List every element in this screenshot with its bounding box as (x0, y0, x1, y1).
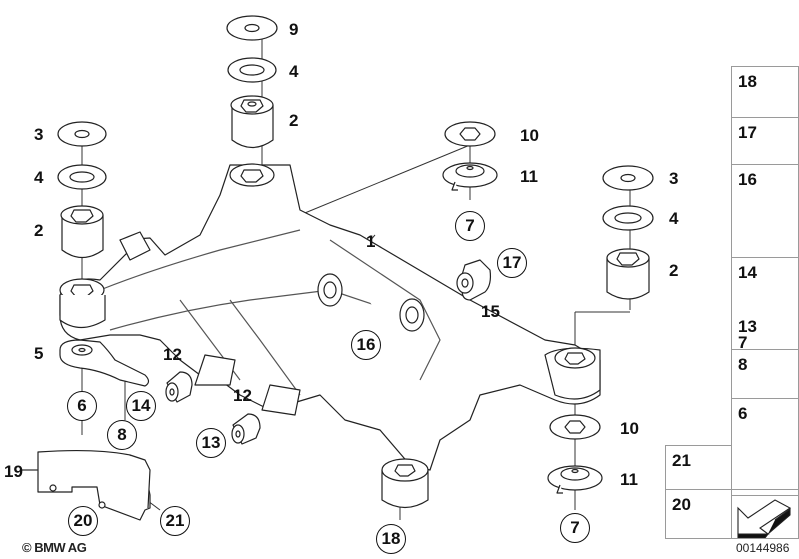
callout-circle-7[interactable]: 7 (560, 513, 590, 543)
sidebar-label: 21 (672, 451, 691, 470)
shield-19 (37, 449, 151, 521)
washer-3-right (602, 165, 654, 191)
washer-3-left (57, 121, 107, 147)
callout-11[interactable]: 11 (620, 470, 638, 489)
callout-19[interactable]: 19 (4, 462, 23, 481)
plate-5 (59, 339, 150, 387)
bushing-15 (456, 259, 492, 301)
sidebar-box-20[interactable]: 20 (665, 489, 732, 539)
callout-circle-17[interactable]: 17 (497, 248, 527, 278)
callout-9[interactable]: 9 (289, 20, 299, 39)
callout-circle-8[interactable]: 8 (107, 420, 137, 450)
callout-3[interactable]: 3 (34, 125, 44, 144)
sidebar-box-17[interactable]: 17 (731, 117, 799, 165)
sidebar-box-8[interactable]: 8 (731, 349, 799, 399)
callout-12[interactable]: 12 (233, 386, 252, 405)
sidebar-label: 18 (738, 72, 757, 91)
sidebar-label: 7 (738, 333, 748, 352)
callout-2[interactable]: 2 (34, 221, 44, 240)
callout-3[interactable]: 3 (669, 169, 679, 188)
copyright-text: © BMW AG (22, 540, 87, 555)
callout-circle-14[interactable]: 14 (126, 391, 156, 421)
washer-10-bottom (549, 414, 601, 440)
callout-circle-16[interactable]: 16 (351, 330, 381, 360)
callout-4[interactable]: 4 (289, 62, 299, 81)
callout-12[interactable]: 12 (163, 345, 182, 364)
disc-11-top (442, 162, 498, 191)
sidebar-box-18[interactable]: 18 (731, 66, 799, 118)
callout-10[interactable]: 10 (520, 126, 539, 145)
callout-4[interactable]: 4 (34, 168, 44, 187)
callout-11[interactable]: 11 (520, 167, 538, 186)
sidebar-box-21[interactable]: 21 (665, 445, 732, 490)
sidebar-box-14[interactable]: 14 13 7 (731, 257, 799, 352)
callout-4[interactable]: 4 (669, 209, 679, 228)
sidebar-label: 17 (738, 123, 757, 142)
washer-9 (226, 15, 278, 41)
callout-circle-21[interactable]: 21 (160, 506, 190, 536)
callout-circle-18[interactable]: 18 (376, 524, 406, 554)
axle-carrier-1 (59, 163, 601, 509)
callout-circle-13[interactable]: 13 (196, 428, 226, 458)
callout-circle-7[interactable]: 7 (455, 211, 485, 241)
sidebar-label: 16 (738, 170, 757, 189)
document-number: 00144986 (736, 541, 790, 555)
washer-10-top (444, 121, 496, 147)
sidebar-label: 20 (672, 495, 691, 514)
sidebar-box-16[interactable]: 16 (731, 164, 799, 258)
disc-11-bottom (547, 465, 603, 494)
bushing-12-b (231, 413, 261, 445)
callout-circle-20[interactable]: 20 (68, 506, 98, 536)
callout-1[interactable]: 1 (366, 232, 376, 251)
bushing-2-right (606, 248, 650, 300)
bushing-12-a (165, 371, 193, 403)
sidebar-label: 13 (738, 317, 757, 336)
callout-15[interactable]: 15 (481, 302, 500, 321)
callout-circle-6[interactable]: 6 (67, 391, 97, 421)
washer-4-left (57, 164, 107, 190)
sidebar-box-6[interactable]: 6 (731, 398, 799, 496)
sidebar-label: 14 (738, 263, 757, 282)
callout-10[interactable]: 10 (620, 419, 639, 438)
washer-4-top (227, 57, 277, 83)
sidebar-label: 6 (738, 404, 748, 423)
bushing-2-left (60, 205, 104, 259)
callout-2[interactable]: 2 (289, 111, 299, 130)
callout-2[interactable]: 2 (669, 261, 679, 280)
callout-5[interactable]: 5 (34, 344, 44, 363)
sidebar-box-arrow (731, 489, 799, 539)
washer-4-right (602, 205, 654, 231)
bushing-2-top (230, 95, 274, 149)
sidebar-label: 8 (738, 355, 748, 374)
